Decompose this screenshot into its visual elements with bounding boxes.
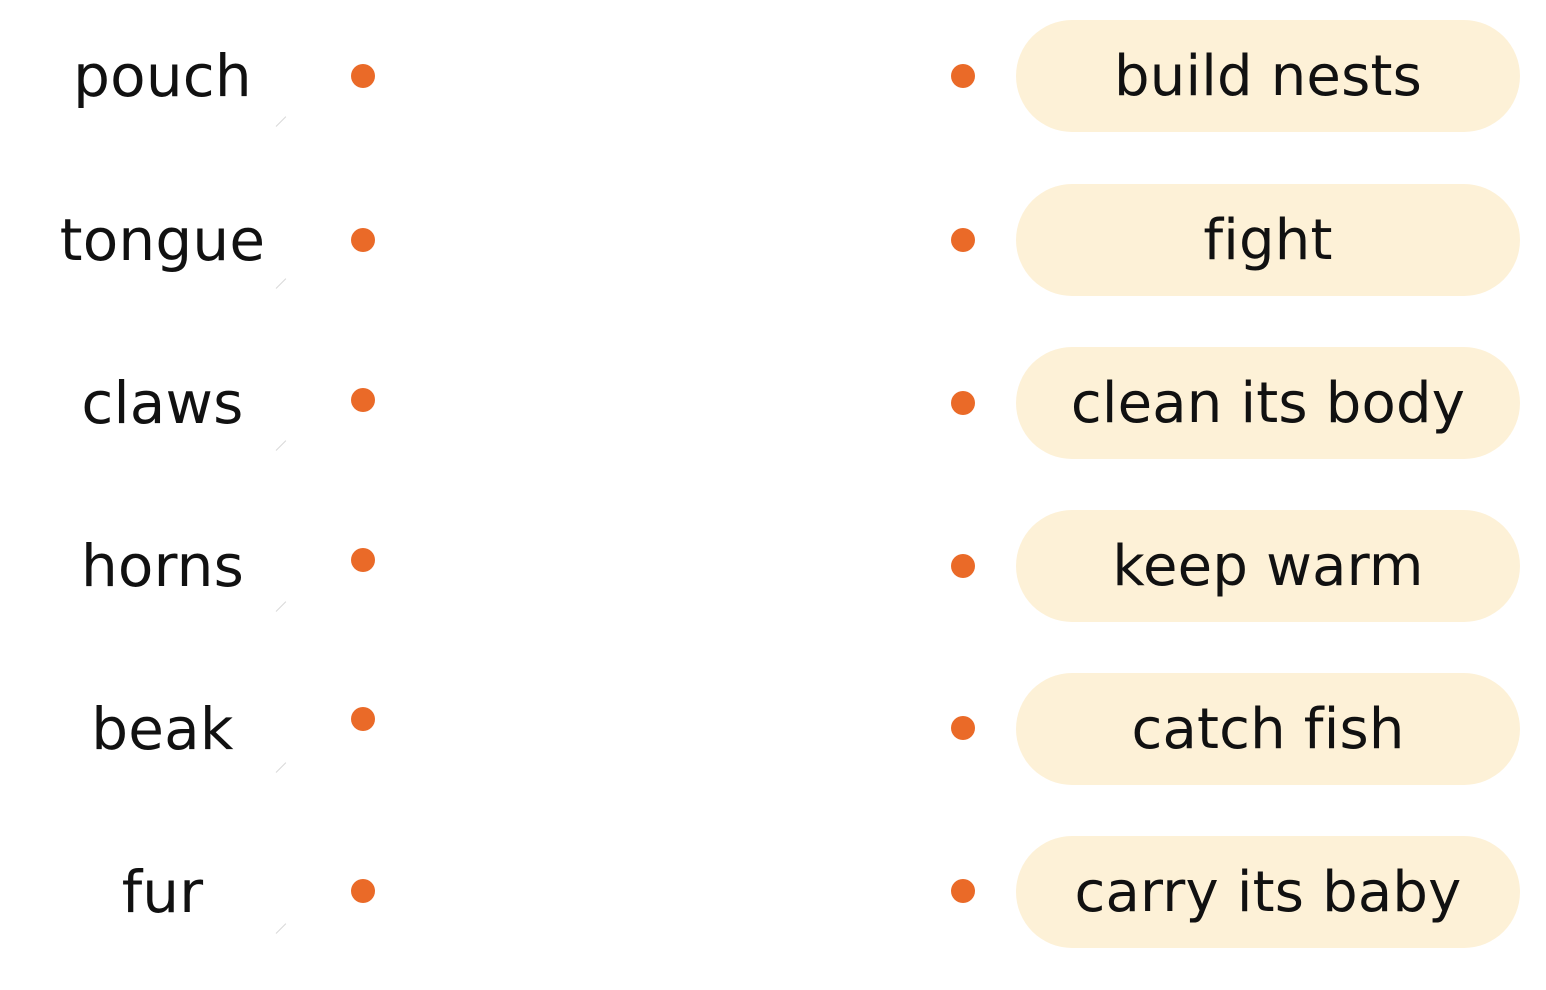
right-item-fight[interactable]: fight bbox=[1016, 184, 1520, 296]
left-connector-dot-pouch[interactable] bbox=[351, 64, 375, 88]
right-item-clean-its-body[interactable]: clean its body bbox=[1016, 347, 1520, 459]
left-item-tongue[interactable]: tongue bbox=[59, 206, 266, 274]
left-item-pouch[interactable]: pouch bbox=[73, 42, 252, 110]
left-connector-dot-horns[interactable] bbox=[351, 548, 375, 572]
left-item-beak[interactable]: beak bbox=[91, 695, 234, 763]
right-connector-dot-catch-fish[interactable] bbox=[951, 716, 975, 740]
match-row: beak catch fish bbox=[0, 673, 1546, 785]
left-connector-dot-tongue[interactable] bbox=[351, 228, 375, 252]
match-row: tongue fight bbox=[0, 184, 1546, 296]
right-connector-dot-fight[interactable] bbox=[951, 228, 975, 252]
right-item-carry-its-baby[interactable]: carry its baby bbox=[1016, 836, 1520, 948]
right-item-keep-warm[interactable]: keep warm bbox=[1016, 510, 1520, 622]
right-connector-dot-clean-its-body[interactable] bbox=[951, 391, 975, 415]
right-connector-dot-build-nests[interactable] bbox=[951, 64, 975, 88]
match-row: claws clean its body bbox=[0, 347, 1546, 459]
left-item-claws[interactable]: claws bbox=[81, 369, 244, 437]
left-connector-dot-claws[interactable] bbox=[351, 388, 375, 412]
left-connector-dot-beak[interactable] bbox=[351, 707, 375, 731]
left-item-horns[interactable]: horns bbox=[80, 532, 245, 600]
right-connector-dot-keep-warm[interactable] bbox=[951, 554, 975, 578]
right-item-catch-fish[interactable]: catch fish bbox=[1016, 673, 1520, 785]
left-connector-dot-fur[interactable] bbox=[351, 879, 375, 903]
match-row: pouch build nests bbox=[0, 20, 1546, 132]
match-row: fur carry its baby bbox=[0, 836, 1546, 948]
left-item-fur[interactable]: fur bbox=[121, 858, 204, 926]
right-item-build-nests[interactable]: build nests bbox=[1016, 20, 1520, 132]
right-connector-dot-carry-its-baby[interactable] bbox=[951, 879, 975, 903]
match-row: horns keep warm bbox=[0, 510, 1546, 622]
